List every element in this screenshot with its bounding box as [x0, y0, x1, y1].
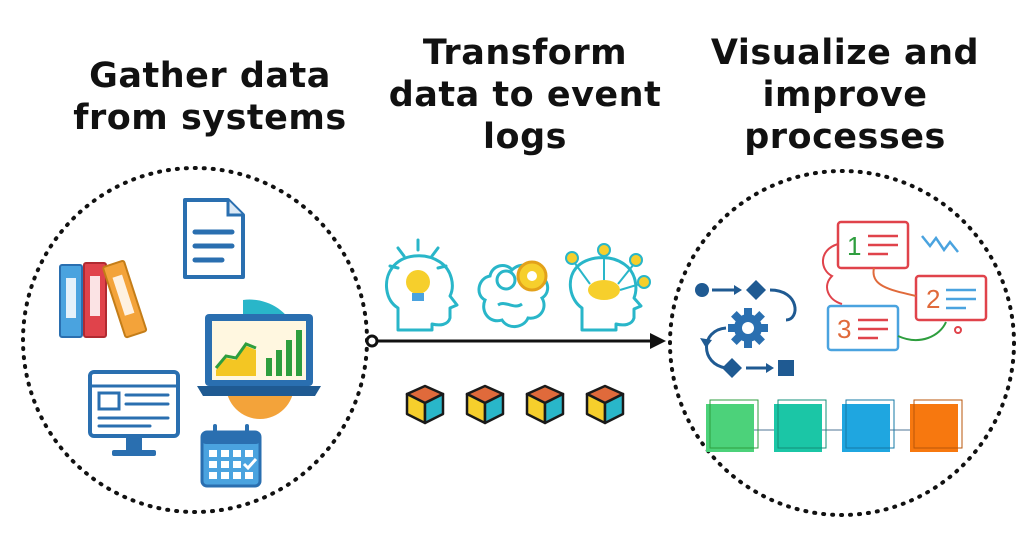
- title-line: Visualize and: [710, 33, 980, 73]
- title-line: from systems: [73, 98, 347, 138]
- cube-icon: [585, 384, 625, 425]
- arrow-start-dot: [365, 334, 379, 348]
- document-icon: [183, 198, 245, 279]
- process-step: [910, 399, 963, 452]
- title-line: improve: [762, 75, 928, 115]
- process-step: [706, 399, 759, 452]
- process-step: [774, 399, 827, 452]
- lightbulb-head-icon: [385, 238, 459, 332]
- title-line: processes: [744, 117, 946, 157]
- calendar-icon: [200, 424, 262, 488]
- monitor-icon: [88, 370, 180, 456]
- network-head-icon: [565, 243, 651, 332]
- process-step: [842, 399, 895, 452]
- transform-arrow: [365, 333, 666, 349]
- step-label-1: 1: [847, 231, 861, 261]
- processes-circle: [668, 169, 1016, 517]
- step-label-3: 3: [837, 314, 851, 344]
- numbered-notes-icon: 1 2 3: [822, 220, 988, 352]
- transform-data-title: Transform data to event logs: [360, 32, 690, 158]
- binders-icon: [59, 259, 148, 339]
- laptop-chart-icon: [197, 299, 321, 419]
- step-label-2: 2: [926, 284, 940, 314]
- title-line: logs: [483, 117, 567, 157]
- title-line: data to event: [388, 75, 662, 115]
- process-flow-icon: [695, 280, 797, 378]
- title-line: Gather data: [89, 56, 331, 96]
- gears-brain-icon: [477, 260, 550, 328]
- title-line: Transform: [422, 33, 628, 73]
- cube-icon: [465, 384, 505, 425]
- visualize-processes-title: Visualize and improve processes: [680, 32, 1010, 158]
- arrow-head-icon: [650, 333, 666, 349]
- process-steps: [706, 399, 963, 452]
- cube-icon: [525, 384, 565, 425]
- cube-icon: [405, 384, 445, 425]
- gather-data-title: Gather data from systems: [40, 55, 380, 139]
